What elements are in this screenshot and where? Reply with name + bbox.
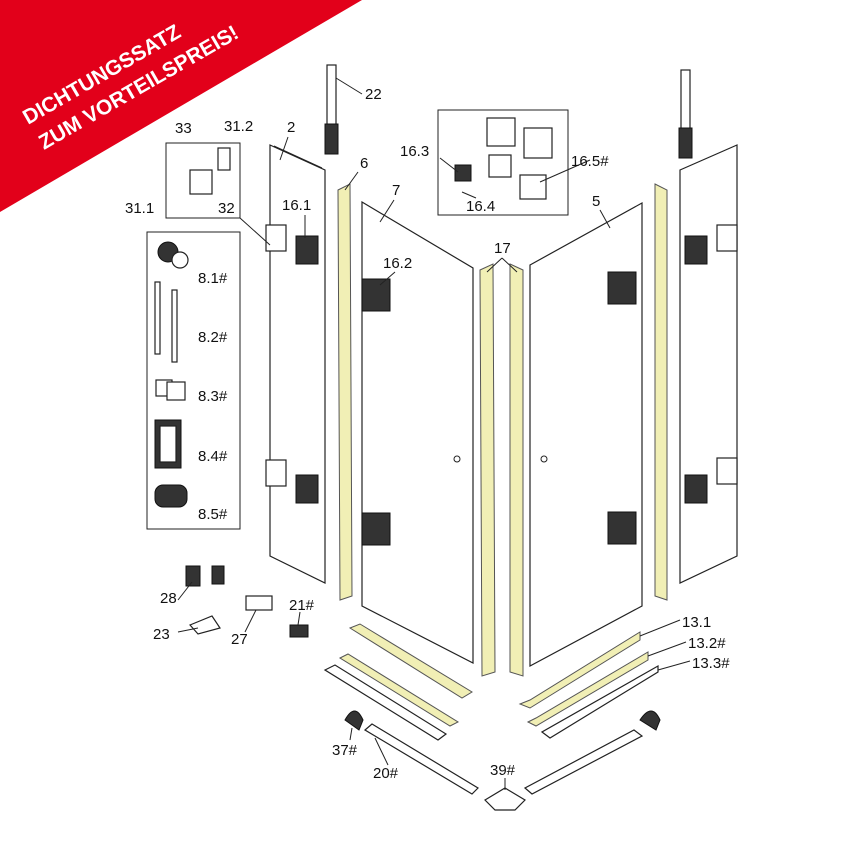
- label-16-4: 16.4: [466, 198, 495, 215]
- label-2: 2: [287, 119, 295, 136]
- wall-bracket-box: [165, 142, 241, 219]
- part-labels: 22 33 31.2 2 6 7 16.3 16.5# 16.4 5 17 31…: [125, 86, 730, 782]
- label-23: 23: [153, 626, 170, 643]
- stabilizer-rod-left: [324, 64, 339, 155]
- stabilizer-rod-right: [678, 69, 693, 159]
- label-17: 17: [494, 240, 511, 257]
- label-13-1: 13.1: [682, 614, 711, 631]
- label-39: 39#: [490, 762, 516, 779]
- label-22: 22: [365, 86, 382, 103]
- label-16-5: 16.5#: [571, 153, 609, 170]
- label-16-3: 16.3: [400, 143, 429, 160]
- label-33: 33: [175, 120, 192, 137]
- label-16-1: 16.1: [282, 197, 311, 214]
- label-37: 37#: [332, 742, 358, 759]
- label-5: 5: [592, 193, 600, 210]
- label-28: 28: [160, 590, 177, 607]
- label-31-1: 31.1: [125, 200, 154, 217]
- hinge-accessory-box: [437, 109, 569, 216]
- door-panel-5: [529, 201, 643, 668]
- small-parts: [185, 565, 309, 638]
- label-6: 6: [360, 155, 368, 172]
- label-27: 27: [231, 631, 248, 648]
- label-8-2: 8.2#: [198, 329, 228, 346]
- handle-options-box: [146, 231, 241, 530]
- leader-lines: [177, 77, 691, 790]
- side-panel-right: [679, 144, 738, 584]
- label-16-2: 16.2: [383, 255, 412, 272]
- label-13-2: 13.2#: [688, 635, 726, 652]
- label-8-4: 8.4#: [198, 448, 228, 465]
- side-panel-left: [265, 144, 326, 584]
- bottom-profiles: [323, 664, 661, 811]
- label-21: 21#: [289, 597, 315, 614]
- label-31-2: 31.2: [224, 118, 253, 135]
- label-20: 20#: [373, 765, 399, 782]
- label-13-3: 13.3#: [692, 655, 730, 672]
- seal-profiles: [337, 183, 668, 727]
- door-panel-7: [361, 200, 474, 664]
- label-8-5: 8.5#: [198, 506, 228, 523]
- label-32: 32: [218, 200, 235, 217]
- label-8-3: 8.3#: [198, 388, 228, 405]
- label-8-1: 8.1#: [198, 270, 228, 287]
- label-7: 7: [392, 182, 400, 199]
